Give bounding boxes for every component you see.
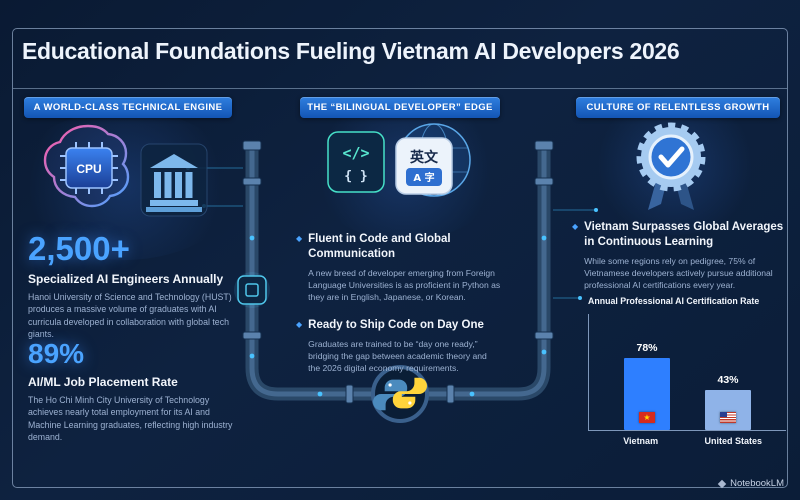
- chart-column-vietnam: 78% ★: [624, 314, 670, 430]
- x-label-vietnam: Vietnam: [623, 436, 659, 446]
- bullet-fluent-code-description: A new breed of developer emerging from F…: [308, 267, 501, 303]
- section-header-bilingual-edge: THE “BILINGUAL DEVELOPER” EDGE: [300, 97, 500, 118]
- section-header-technical-engine: A WORLD-CLASS TECHNICAL ENGINE: [24, 97, 232, 118]
- brand-name: NotebookLM: [730, 478, 784, 489]
- bullet-continuous-learning: ◆ Vietnam Surpasses Global Averages in C…: [572, 220, 784, 291]
- stat-engineers: 2,500+ Specialized AI Engineers Annually…: [28, 232, 234, 340]
- stat-engineers-label: Specialized AI Engineers Annually: [28, 272, 224, 286]
- page-title: Educational Foundations Fueling Vietnam …: [22, 38, 680, 64]
- bar-united-states: [705, 390, 751, 430]
- bullet-continuous-learning-title: Vietnam Surpasses Global Averages in Con…: [584, 221, 784, 248]
- stat-placement: 89% AI/ML Job Placement Rate The Ho Chi …: [28, 340, 234, 443]
- bullet-fluent-code-title: Fluent in Code and Global Communication: [308, 233, 451, 260]
- bullet-fluent-code: ◆ Fluent in Code and Global Communicatio…: [296, 232, 501, 303]
- brand-logo-icon: [717, 479, 727, 488]
- bar-value-us: 43%: [717, 374, 739, 387]
- bullet-marker-icon: ◆: [296, 320, 303, 329]
- brand-footer: NotebookLM: [717, 478, 784, 489]
- stat-placement-value: 89%: [28, 338, 85, 369]
- bullet-continuous-learning-description: While some regions rely on pedigree, 75%…: [584, 255, 773, 291]
- glow-middle: [305, 100, 505, 240]
- chart-x-axis-labels: Vietnam United States: [588, 436, 786, 446]
- bullet-day-one: ◆ Ready to Ship Code on Day One Graduate…: [296, 318, 501, 375]
- stat-engineers-description: Hanoi University of Science and Technolo…: [28, 292, 232, 339]
- frame-border: [12, 28, 788, 488]
- bullet-marker-icon: ◆: [296, 234, 303, 243]
- stat-placement-description: The Ho Chi Minh City University of Techn…: [28, 395, 233, 442]
- x-label-united-states: United States: [704, 436, 763, 446]
- chart-plot-area: 78% ★ 43%: [588, 314, 786, 431]
- stat-placement-label: AI/ML Job Placement Rate: [28, 375, 178, 389]
- vietnam-flag-icon: ★: [639, 412, 655, 423]
- bar-value-vietnam: 78%: [636, 342, 658, 355]
- chart-title: Annual Professional AI Certification Rat…: [588, 296, 760, 306]
- certification-rate-chart: Annual Professional AI Certification Rat…: [588, 296, 786, 446]
- chart-column-us: 43%: [705, 314, 751, 430]
- section-header-relentless-growth: CULTURE OF RELENTLESS GROWTH: [576, 97, 780, 118]
- bullet-day-one-title: Ready to Ship Code on Day One: [308, 319, 484, 331]
- title-divider: [13, 88, 787, 89]
- us-flag-icon: [720, 412, 736, 423]
- stat-engineers-value: 2,500+: [28, 230, 130, 267]
- bar-vietnam: ★: [624, 358, 670, 430]
- bullet-day-one-description: Graduates are trained to be “day one rea…: [308, 338, 487, 374]
- bullet-marker-icon: ◆: [572, 222, 579, 231]
